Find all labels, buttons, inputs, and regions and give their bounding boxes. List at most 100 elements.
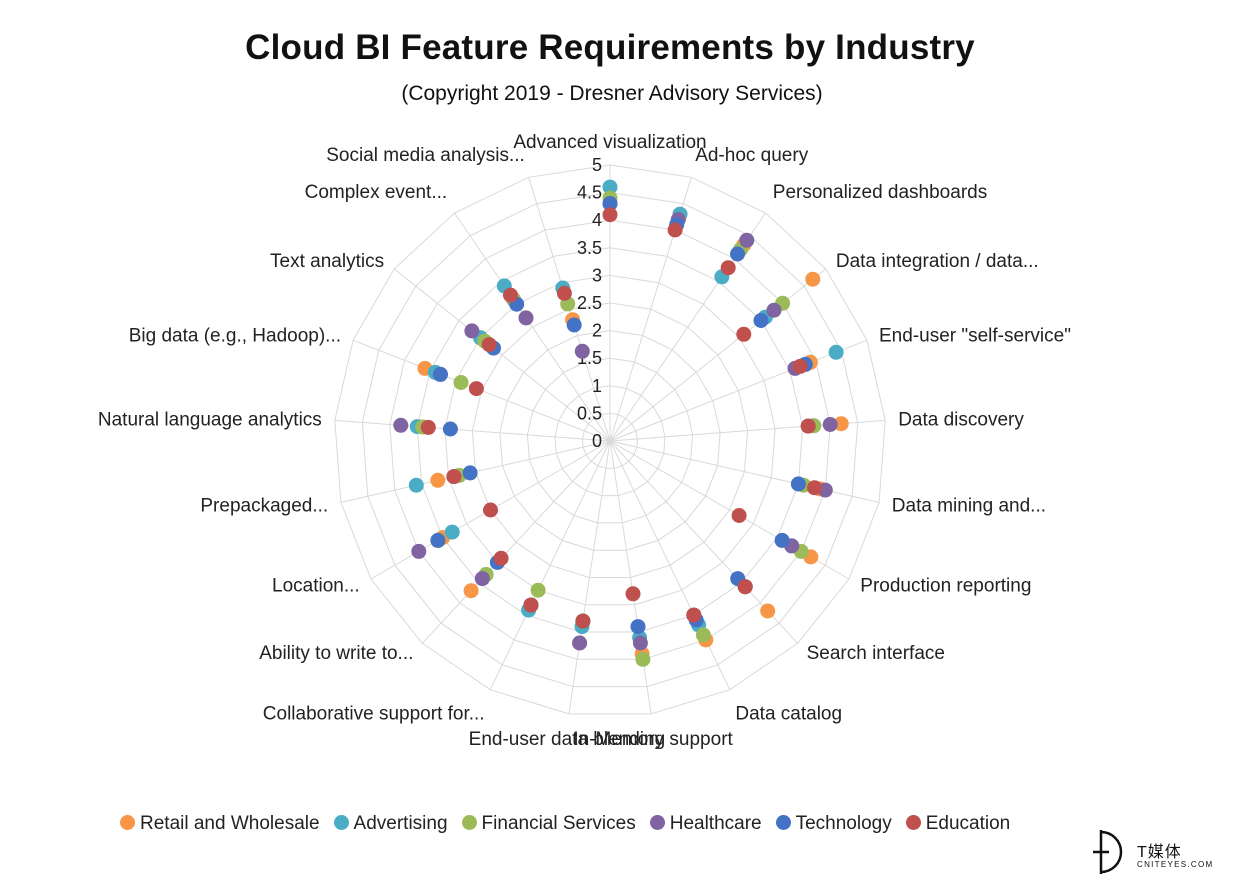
data-point bbox=[667, 222, 683, 238]
data-point bbox=[493, 550, 509, 566]
legend-item: Education bbox=[905, 813, 1011, 835]
grid-ring bbox=[334, 164, 886, 715]
data-point bbox=[730, 246, 745, 262]
data-point bbox=[523, 597, 539, 613]
legend-marker bbox=[461, 815, 477, 830]
data-point bbox=[737, 579, 753, 595]
tick-label: 0 bbox=[592, 431, 602, 451]
data-point bbox=[393, 417, 409, 433]
legend-item: Technology bbox=[775, 813, 892, 835]
radial-tick-labels: 00.511.522.533.544.55 bbox=[577, 155, 602, 451]
axis-label: Data catalog bbox=[735, 703, 842, 724]
legend-marker bbox=[649, 815, 665, 830]
data-point bbox=[566, 317, 582, 333]
legend-item: Advertising bbox=[333, 813, 448, 835]
legend-item: Retail and Wholesale bbox=[120, 813, 320, 835]
data-point bbox=[575, 613, 591, 629]
data-point bbox=[444, 524, 460, 540]
axis-label: Data integration / data... bbox=[836, 251, 1039, 272]
tick-label: 3 bbox=[592, 265, 602, 285]
axis-label: Text analytics bbox=[270, 251, 384, 272]
data-point bbox=[766, 302, 782, 318]
data-point bbox=[774, 532, 790, 548]
tick-label: 0.5 bbox=[577, 403, 602, 423]
axis-label: In-Memory support bbox=[573, 729, 733, 750]
data-point bbox=[556, 285, 572, 301]
legend-item: Financial Services bbox=[461, 813, 636, 835]
data-point bbox=[822, 417, 838, 432]
data-point bbox=[739, 232, 755, 248]
grid-ring bbox=[444, 274, 776, 606]
data-point bbox=[420, 419, 436, 435]
axis-label: Ad-hoc query bbox=[695, 145, 809, 166]
legend-marker bbox=[120, 815, 135, 830]
data-point bbox=[430, 532, 446, 548]
data-point bbox=[463, 583, 479, 599]
axis-label: Collaborative support for... bbox=[263, 703, 485, 724]
legend-marker bbox=[775, 815, 791, 830]
data-point bbox=[411, 543, 427, 559]
watermark-url: CNITEYES.COM bbox=[1137, 860, 1214, 869]
legend: Retail and Wholesale Advertising Financial… bbox=[120, 813, 1024, 835]
grid-ring bbox=[526, 357, 694, 524]
axis-label: Ability to write to... bbox=[259, 643, 413, 664]
data-point bbox=[753, 313, 769, 328]
axis-spoke bbox=[421, 440, 611, 644]
tick-label: 2 bbox=[592, 321, 602, 341]
axis-label: Prepackaged... bbox=[200, 495, 328, 516]
legend-marker bbox=[333, 815, 349, 830]
data-point bbox=[686, 607, 702, 623]
axis-spoke bbox=[609, 268, 827, 442]
data-point bbox=[468, 381, 484, 397]
legend-marker bbox=[905, 815, 921, 830]
data-point bbox=[805, 271, 821, 287]
axis-label: Advanced visualization bbox=[513, 132, 706, 153]
tick-label: 1 bbox=[592, 376, 602, 396]
radar-grid bbox=[334, 164, 886, 715]
axis-spoke bbox=[568, 440, 611, 714]
axis-label: Natural language analytics bbox=[98, 409, 322, 430]
chart-subtitle: (Copyright 2019 - Dresner Advisory Servi… bbox=[401, 82, 823, 105]
data-point bbox=[432, 366, 448, 382]
axis-spoke bbox=[609, 440, 652, 714]
axis-spoke bbox=[334, 419, 611, 442]
data-point bbox=[408, 477, 424, 493]
tick-label: 4 bbox=[592, 210, 602, 230]
tick-label: 5 bbox=[592, 155, 602, 175]
data-point bbox=[602, 196, 618, 212]
legend-label: Education bbox=[925, 813, 1011, 834]
grid-ring bbox=[581, 412, 639, 469]
data-point bbox=[625, 586, 641, 602]
axis-label: Data discovery bbox=[898, 409, 1024, 430]
watermark-brand: T媒体 bbox=[1137, 844, 1182, 861]
data-point bbox=[481, 337, 497, 353]
legend-item: Healthcare bbox=[649, 813, 762, 835]
watermark-logo: T媒体 CNITEYES.COM bbox=[1085, 826, 1233, 878]
data-point bbox=[462, 465, 478, 481]
axis-spoke bbox=[609, 440, 880, 503]
axis-label: Complex event... bbox=[305, 182, 448, 203]
data-point bbox=[602, 179, 618, 195]
grid-ring bbox=[416, 247, 804, 633]
axis-spoke bbox=[454, 212, 611, 442]
data-point bbox=[630, 619, 646, 635]
axis-label: Big data (e.g., Hadoop)... bbox=[129, 325, 341, 346]
tick-label: 4.5 bbox=[577, 183, 602, 203]
axis-label: End-user "self-service" bbox=[879, 325, 1071, 346]
watermark-mark-icon bbox=[1093, 830, 1123, 874]
data-point bbox=[442, 421, 458, 437]
data-point bbox=[530, 582, 546, 598]
axis-label: Location... bbox=[272, 576, 360, 597]
data-point bbox=[790, 476, 806, 492]
legend-label: Advertising bbox=[353, 813, 448, 834]
data-point bbox=[731, 508, 747, 523]
data-point bbox=[828, 344, 844, 360]
axis-label: Personalized dashboards bbox=[773, 182, 987, 203]
grid-ring bbox=[471, 302, 749, 578]
data-point bbox=[635, 651, 651, 667]
data-point bbox=[503, 287, 518, 303]
chart-title: Cloud BI Feature Requirements by Industr… bbox=[245, 28, 975, 67]
data-point bbox=[446, 469, 462, 485]
